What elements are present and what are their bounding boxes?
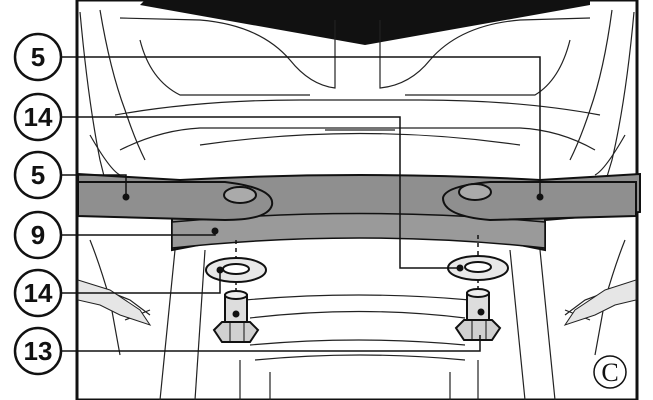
callout-5-mid-label: 5 (31, 160, 45, 190)
callout-14-top: 14 (13, 92, 63, 142)
right-washer (447, 255, 509, 281)
callout-5-mid: 5 (13, 150, 63, 200)
top-funnel-shape (140, 0, 590, 45)
right-bracket-hole (458, 183, 492, 201)
left-washer (205, 257, 267, 283)
view-letter-marker: C (593, 355, 627, 389)
right-side-shade (563, 279, 637, 326)
leader-lines (61, 56, 541, 352)
left-nut (212, 282, 260, 343)
callout-5-top-label: 5 (31, 42, 45, 72)
leader-dots (122, 193, 544, 318)
callout-9: 9 (13, 210, 63, 260)
callout-14-top-label: 14 (24, 102, 53, 132)
callout-14-bottom-label: 14 (24, 278, 53, 308)
right-nut (454, 280, 502, 341)
callout-13-label: 13 (24, 336, 53, 366)
callout-9-label: 9 (31, 220, 45, 250)
view-letter-label: C (601, 358, 618, 387)
left-side-shade (77, 279, 152, 326)
cross-bar-lower-face (171, 212, 546, 249)
callout-5-top: 5 (13, 32, 63, 82)
alignment-lines (235, 235, 479, 260)
callout-13: 13 (13, 326, 63, 376)
callout-14-bottom: 14 (13, 268, 63, 318)
left-bracket-hole (223, 186, 257, 204)
